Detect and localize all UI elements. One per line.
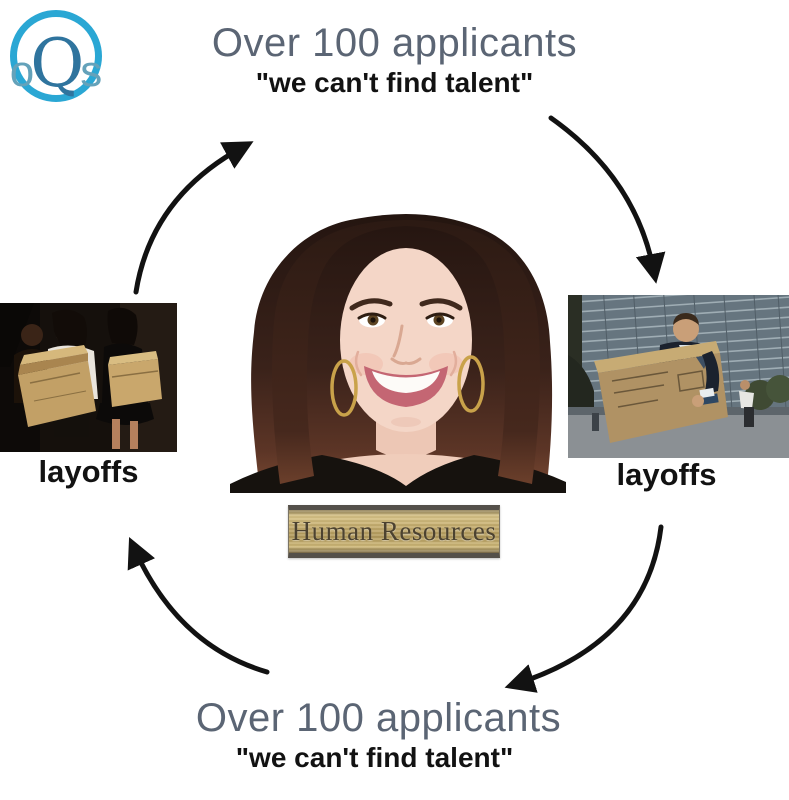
logo-letter-s: s [80, 47, 103, 96]
bottom-quote: "we can't find talent" [235, 742, 514, 773]
bottom-title: Over 100 applicants [195, 696, 562, 740]
human-resources-nameplate: Human Resources [288, 505, 500, 558]
layoffs-caption-left: layoffs [38, 454, 139, 489]
arrow-top-to-right [548, 115, 666, 284]
top-quote: "we can't find talent" [255, 67, 534, 98]
oqs-logo: o Q s [10, 10, 102, 102]
logo-letter-q: Q [30, 25, 85, 102]
layoffs-caption-right: layoffs [616, 457, 717, 492]
top-title: Over 100 applicants [211, 21, 578, 65]
nameplate-text: Human Resources [291, 516, 497, 546]
hr-woman-portrait [230, 214, 566, 493]
logo-letter-o: o [9, 47, 35, 96]
arrow-bottom-to-left [127, 537, 270, 675]
layoffs-photo-left [0, 303, 177, 452]
arrow-left-to-top [133, 141, 254, 295]
arrow-right-to-bottom [504, 524, 664, 693]
layoffs-photo-right [568, 295, 789, 458]
